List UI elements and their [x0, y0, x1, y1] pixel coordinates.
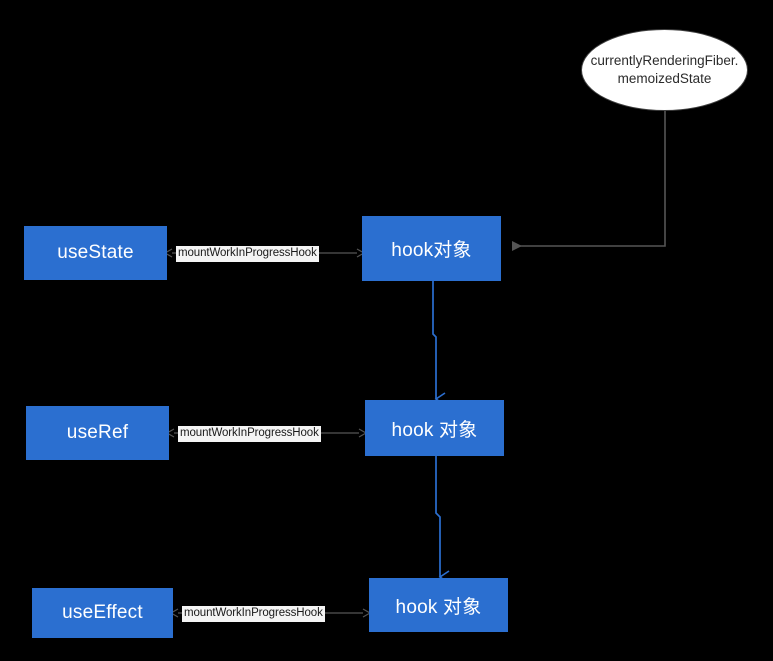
- edge-hook1-to-hook2: [432, 281, 446, 406]
- node-hook-object-1[interactable]: hook对象: [362, 216, 501, 281]
- edge-hook2-to-hook3: [435, 456, 450, 584]
- node-useeffect-label: useEffect: [62, 602, 143, 623]
- edge-label-mountworkinprogresshook-3: mountWorkInProgressHook: [182, 606, 325, 623]
- node-useref[interactable]: useRef: [26, 406, 169, 460]
- edge-label-mountworkinprogresshook-1: mountWorkInProgressHook: [176, 246, 319, 263]
- node-usestate-label: useState: [57, 242, 134, 263]
- ellipse-line-2: memoizedState: [617, 71, 712, 86]
- node-hook-object-2[interactable]: hook 对象: [365, 400, 504, 456]
- node-currently-rendering-fiber-memoized-state[interactable]: currentlyRenderingFiber. memoizedState: [581, 29, 748, 111]
- ellipse-text-wrap: currentlyRenderingFiber. memoizedState: [591, 52, 739, 88]
- node-hook-object-1-label: hook对象: [391, 240, 472, 261]
- node-useeffect[interactable]: useEffect: [32, 588, 173, 638]
- node-hook-object-3[interactable]: hook 对象: [369, 578, 508, 632]
- node-usestate[interactable]: useState: [24, 226, 167, 280]
- node-hook-object-3-label: hook 对象: [395, 596, 482, 618]
- edge-memoizedstate-to-hook1: [512, 110, 666, 251]
- node-useref-label: useRef: [66, 422, 129, 443]
- ellipse-line-1: currentlyRenderingFiber.: [590, 52, 739, 68]
- node-hook-object-2-label: hook 对象: [391, 419, 478, 441]
- edge-label-mountworkinprogresshook-2: mountWorkInProgressHook: [178, 426, 321, 443]
